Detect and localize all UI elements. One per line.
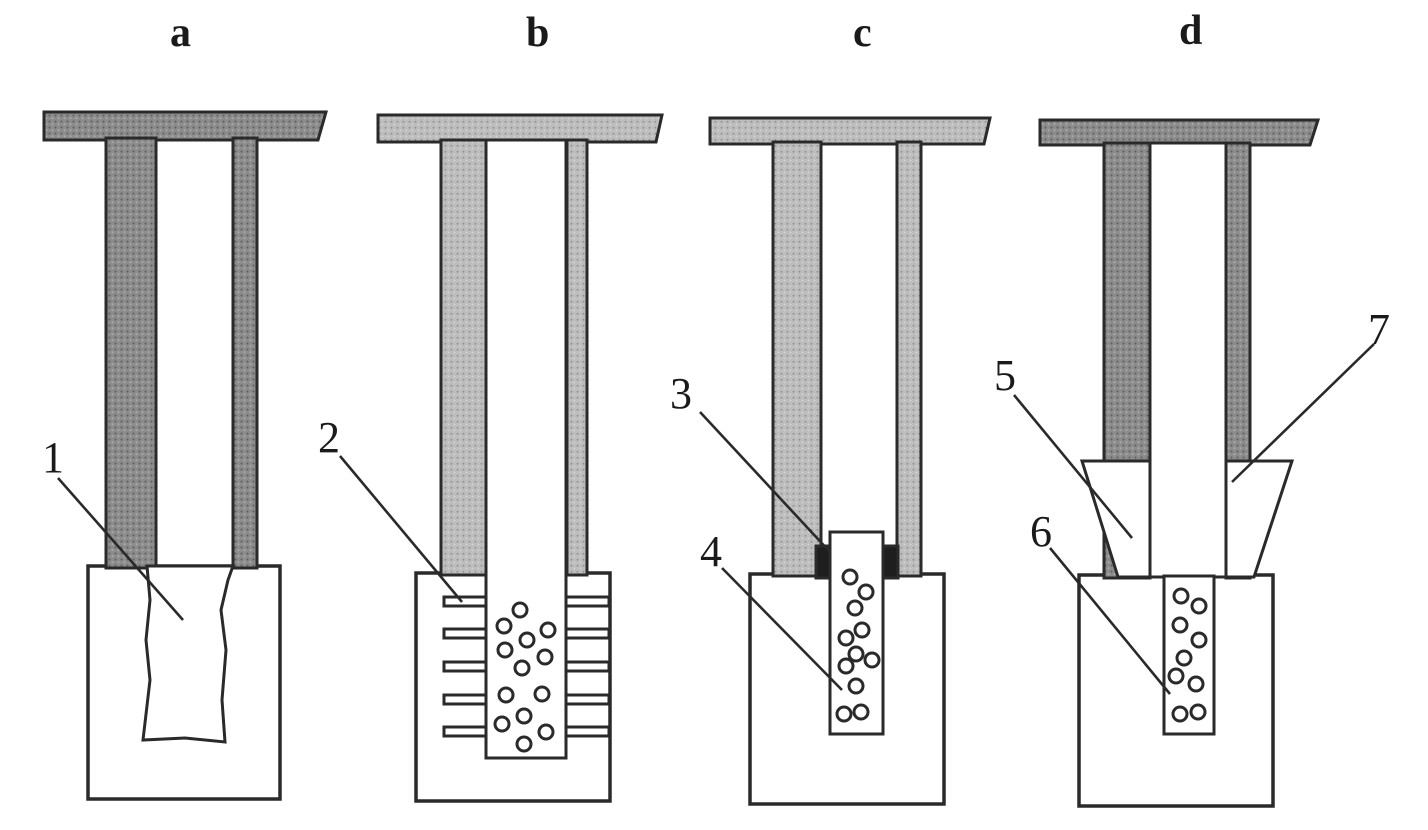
panel-c-right-wall xyxy=(895,140,923,578)
callout-5-leader xyxy=(1012,394,1134,539)
callout-1-label: 1 xyxy=(42,433,64,482)
callout-7-leader xyxy=(1231,343,1375,483)
panel-d-sleeve-right xyxy=(1224,459,1295,579)
panel-a-label: a xyxy=(170,10,191,56)
panel-a: a 1 xyxy=(42,10,328,801)
callout-7-label: 7 xyxy=(1368,305,1390,354)
panel-d-center-rod xyxy=(1148,141,1228,579)
callout-3-leader xyxy=(699,411,831,553)
panel-b-label: b xyxy=(526,10,549,56)
panel-c-left-wall xyxy=(771,140,823,578)
panel-d-flange xyxy=(1038,118,1321,147)
callout-1-leader xyxy=(57,477,184,621)
panel-c-flange xyxy=(708,116,992,146)
panel-d-filler-circles xyxy=(1167,587,1208,723)
panel-b-filler-circles xyxy=(493,601,557,753)
panel-b-left-wall xyxy=(439,138,491,577)
panel-a-flange xyxy=(42,110,328,142)
callout-2-leader xyxy=(339,455,463,603)
panel-c: c 3 4 xyxy=(670,10,992,806)
panel-b-right-wall xyxy=(565,138,589,577)
panel-b-core xyxy=(484,138,568,760)
callout-3-label: 3 xyxy=(670,369,692,418)
panel-a-left-wall xyxy=(104,136,158,570)
callout-5-label: 5 xyxy=(994,351,1016,400)
panel-a-right-wall xyxy=(231,136,259,570)
panel-a-cavity xyxy=(141,564,236,744)
panel-b-flange xyxy=(376,113,664,144)
callout-6-leader xyxy=(1048,547,1172,695)
callout-4-label: 4 xyxy=(700,527,722,576)
callout-2-label: 2 xyxy=(318,413,340,462)
callout-4-leader xyxy=(721,567,843,691)
panel-d: d 5 6 7 xyxy=(994,8,1390,808)
panel-b: b 2 xyxy=(318,10,664,803)
panel-c-filler-circles xyxy=(835,568,881,723)
callout-6-label: 6 xyxy=(1030,507,1052,556)
panel-c-label: c xyxy=(853,10,872,56)
panel-d-label: d xyxy=(1179,8,1202,54)
